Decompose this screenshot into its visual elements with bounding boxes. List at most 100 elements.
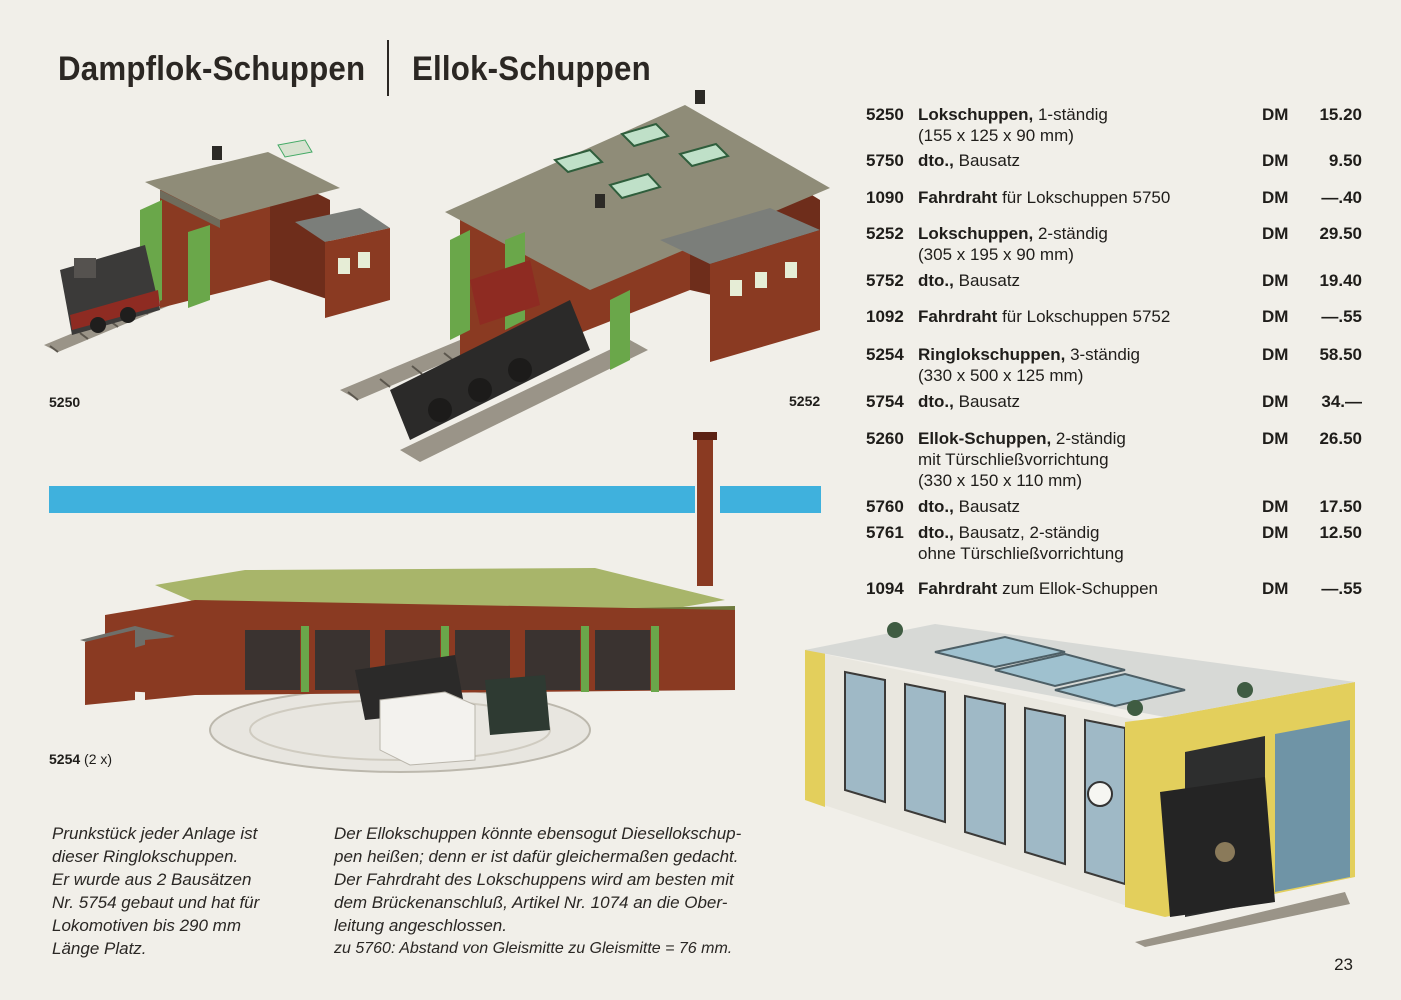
item-description: Fahrdraht für Lokschuppen 5750 bbox=[918, 187, 1258, 208]
accent-bar-left bbox=[49, 486, 695, 513]
price-value: —.55 bbox=[1321, 579, 1362, 598]
currency: DM bbox=[1262, 579, 1289, 598]
price-value: 26.50 bbox=[1319, 429, 1362, 448]
caption-5254-quantity: (2 x) bbox=[84, 751, 113, 767]
article-number: 5754 bbox=[866, 392, 904, 411]
item-detail: 3-ständig bbox=[1065, 345, 1141, 364]
item-price: DM 58.50 bbox=[1262, 344, 1362, 365]
text-line: Der Ellokschuppen könnte ebensogut Diese… bbox=[334, 824, 742, 843]
price-value: 15.20 bbox=[1319, 105, 1362, 124]
caption-5250: 5250 bbox=[49, 394, 81, 410]
currency: DM bbox=[1262, 429, 1289, 448]
article-number: 5254 bbox=[866, 345, 904, 364]
article-number: 1092 bbox=[866, 307, 904, 326]
item-name: dto., bbox=[918, 271, 954, 290]
item-name: dto., bbox=[918, 497, 954, 516]
text-line: pen heißen; denn er ist dafür gleicherma… bbox=[334, 847, 739, 866]
price-value: 9.50 bbox=[1328, 151, 1362, 170]
caption-5254: 5254 (2 x) bbox=[49, 751, 112, 767]
currency: DM bbox=[1262, 271, 1289, 290]
item-detail: Bausatz bbox=[953, 151, 1021, 170]
article-number: 1094 bbox=[866, 579, 904, 598]
currency: DM bbox=[1262, 345, 1289, 364]
item-name: Fahrdraht bbox=[918, 307, 998, 326]
item-price: DM —.55 bbox=[1262, 306, 1362, 327]
item-detail: Bausatz bbox=[953, 271, 1021, 290]
item-feature: ohne Türschließvorrichtung bbox=[918, 544, 1124, 563]
caption-5254-number: 5254 bbox=[49, 751, 81, 767]
price-value: —.55 bbox=[1321, 307, 1362, 326]
article-number: 5750 bbox=[866, 151, 904, 170]
item-description: dto., Bausatz bbox=[918, 496, 1258, 517]
text-line: Er wurde aus 2 Bausätzen bbox=[52, 870, 252, 889]
article-number: 5260 bbox=[866, 429, 904, 448]
price-value: —.40 bbox=[1321, 188, 1362, 207]
price-value: 17.50 bbox=[1319, 497, 1362, 516]
currency: DM bbox=[1262, 151, 1289, 170]
item-price: DM —.55 bbox=[1262, 578, 1362, 599]
illustration-electric-shed-5260 bbox=[805, 622, 1355, 947]
price-value: 19.40 bbox=[1319, 271, 1362, 290]
item-price: DM 17.50 bbox=[1262, 496, 1362, 517]
text-line: zu 5760: Abstand von Gleismitte zu Gleis… bbox=[334, 940, 733, 957]
item-dimensions: (155 x 125 x 90 mm) bbox=[918, 126, 1074, 145]
item-name: dto., bbox=[918, 523, 954, 542]
currency: DM bbox=[1262, 392, 1289, 411]
item-detail: 1-ständig bbox=[1033, 105, 1108, 124]
currency: DM bbox=[1262, 105, 1289, 124]
item-name: Fahrdraht bbox=[918, 579, 998, 598]
item-dimensions: (305 x 195 x 90 mm) bbox=[918, 245, 1074, 264]
title-divider bbox=[387, 40, 389, 96]
text-line: dem Brückenanschluß, Artikel Nr. 1074 an… bbox=[334, 893, 728, 912]
item-detail: 2-ständig bbox=[1051, 429, 1126, 448]
item-price: DM 19.40 bbox=[1262, 270, 1362, 291]
item-price: DM—.40 bbox=[1262, 187, 1362, 208]
item-description: dto., Bausatz, 2-ständig ohne Türschließv… bbox=[918, 522, 1258, 564]
accent-bar-right bbox=[720, 486, 821, 513]
item-description: dto., Bausatz bbox=[918, 150, 1258, 171]
price-value: 29.50 bbox=[1319, 224, 1362, 243]
item-dimensions: (330 x 150 x 110 mm) bbox=[918, 471, 1083, 490]
illustration-shed-5250 bbox=[44, 139, 390, 353]
item-detail: Bausatz bbox=[953, 392, 1021, 411]
item-description: dto., Bausatz bbox=[918, 391, 1258, 412]
text-line: Der Fahrdraht des Lokschuppens wird am b… bbox=[334, 870, 734, 889]
text-line: Nr. 5754 gebaut und hat für bbox=[52, 893, 260, 912]
roundhouse-description: Prunkstück jeder Anlage ist dieser Ringl… bbox=[52, 822, 322, 960]
item-detail: zum Ellok-Schuppen bbox=[997, 579, 1158, 598]
item-dimensions: (330 x 500 x 125 mm) bbox=[918, 366, 1084, 385]
price-value: 12.50 bbox=[1319, 523, 1362, 542]
item-detail: Bausatz bbox=[953, 497, 1021, 516]
item-price: DM 15.20 bbox=[1262, 104, 1362, 125]
page-number: 23 bbox=[1334, 955, 1353, 974]
item-description: Fahrdraht zum Ellok-Schuppen bbox=[918, 578, 1258, 599]
item-description: Lokschuppen, 1-ständig (155 x 125 x 90 mm… bbox=[918, 104, 1258, 146]
item-detail: für Lokschuppen 5752 bbox=[997, 307, 1171, 326]
currency: DM bbox=[1262, 497, 1289, 516]
item-name: dto., bbox=[918, 151, 954, 170]
item-name: Lokschuppen, bbox=[918, 224, 1034, 243]
price-value: 58.50 bbox=[1319, 345, 1362, 364]
item-name: dto., bbox=[918, 392, 954, 411]
item-name: Fahrdraht bbox=[918, 188, 998, 207]
item-detail: für Lokschuppen 5750 bbox=[997, 188, 1171, 207]
item-feature: mit Türschließvorrichtung bbox=[918, 450, 1109, 469]
item-price: DM 9.50 bbox=[1262, 150, 1362, 171]
item-detail: 2-ständig bbox=[1033, 224, 1108, 243]
item-name: Ringlokschuppen, bbox=[918, 345, 1066, 364]
item-name: Lokschuppen, bbox=[918, 105, 1034, 124]
currency: DM bbox=[1262, 307, 1289, 326]
illustration-shed-5252 bbox=[340, 90, 830, 462]
article-number: 5760 bbox=[866, 497, 904, 516]
article-number: 5250 bbox=[866, 105, 904, 124]
text-line: leitung angeschlossen. bbox=[334, 916, 507, 935]
article-number: 5752 bbox=[866, 271, 904, 290]
article-number: 5761 bbox=[866, 523, 904, 542]
illustration-roundhouse-5254 bbox=[80, 432, 735, 773]
item-detail: Bausatz, 2-ständig bbox=[953, 523, 1100, 542]
item-description: Fahrdraht für Lokschuppen 5752 bbox=[918, 306, 1258, 327]
